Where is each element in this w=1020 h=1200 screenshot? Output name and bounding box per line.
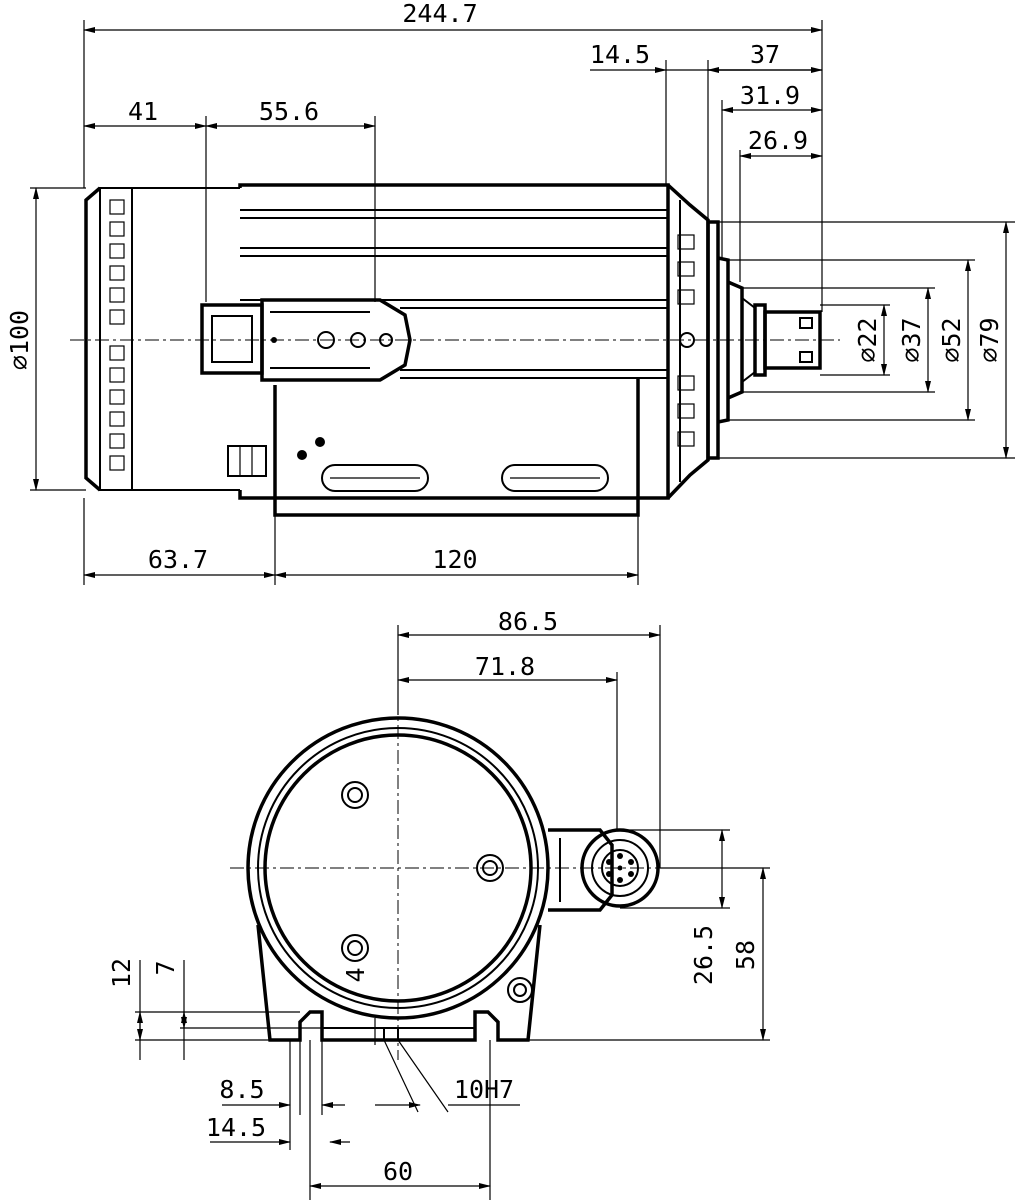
dim-8-5: 8.5: [219, 1075, 264, 1104]
front-view: 86.5 71.8 26.5 58 12 7 4 8.5 10H7 14.5 6…: [107, 607, 770, 1200]
dim-63-7: 63.7: [148, 545, 208, 574]
dim-14-5-front: 14.5: [206, 1113, 266, 1142]
dim-dia-100: ⌀100: [5, 310, 34, 370]
dim-overall-length: 244.7: [402, 0, 477, 28]
dim-86-5: 86.5: [498, 607, 558, 636]
dim-60: 60: [383, 1157, 413, 1186]
dim-14-5: 14.5: [590, 40, 650, 69]
front-flange: [666, 183, 822, 500]
dim-37: 37: [750, 40, 780, 69]
side-dimension-lines: [33, 27, 1009, 578]
dim-41: 41: [128, 97, 158, 126]
front-extension-lines: [135, 625, 770, 1200]
rear-end-cap: [84, 186, 240, 492]
front-body: [246, 716, 550, 1042]
dim-dia-79: ⌀79: [975, 317, 1004, 362]
dim-120: 120: [432, 545, 477, 574]
mounting-block: [273, 378, 640, 517]
dim-71-8: 71.8: [475, 652, 535, 681]
dim-dia-52: ⌀52: [937, 317, 966, 362]
dim-7: 7: [151, 960, 180, 975]
dim-dia-22: ⌀22: [853, 317, 882, 362]
dim-26-5: 26.5: [689, 925, 718, 985]
dim-10H7: 10H7: [454, 1075, 514, 1104]
dim-dia-37: ⌀37: [897, 317, 926, 362]
dim-31-9: 31.9: [740, 81, 800, 110]
motor-housing: [238, 183, 670, 500]
side-connector: [200, 298, 412, 382]
dim-58: 58: [731, 940, 760, 970]
dim-55-6: 55.6: [259, 97, 319, 126]
front-dimension-lines: [137, 632, 766, 1189]
side-extension-lines: [30, 20, 1015, 585]
dim-12: 12: [107, 958, 136, 988]
cooling-fins: [109, 199, 125, 471]
front-connector: [548, 828, 660, 912]
dim-4: 4: [341, 967, 370, 982]
coolant-fitting: [227, 445, 267, 477]
side-view: 244.7 41 55.6 14.5 37 31.9 26.9 ⌀100 ⌀22…: [5, 0, 1015, 585]
dim-26-9: 26.9: [748, 126, 808, 155]
